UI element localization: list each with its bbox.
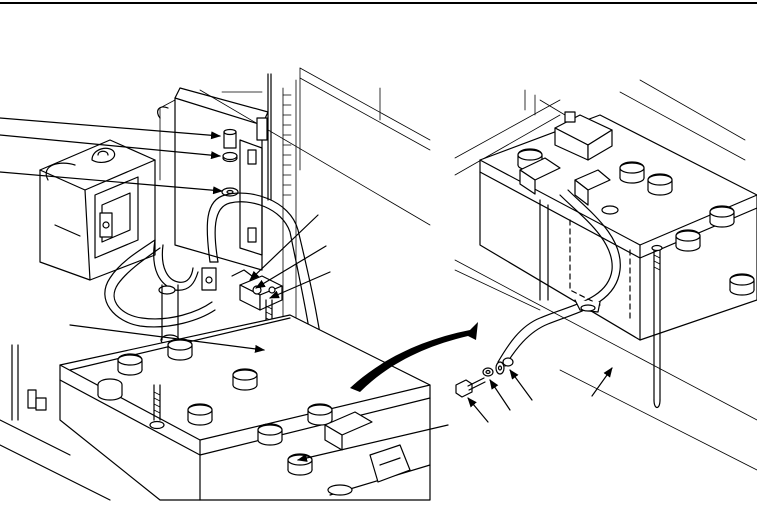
- leader-hw-washer: [509, 369, 533, 401]
- frame-post-left: [11, 344, 47, 421]
- leader-bolt: [69, 324, 265, 353]
- mounting-bracket: [157, 87, 269, 271]
- leader-clamp-mid: [255, 245, 327, 289]
- compartment-wall: [199, 67, 431, 226]
- terminal-clamp: [201, 267, 283, 311]
- junction-box: [539, 99, 613, 161]
- battery-bank-right: [479, 99, 757, 341]
- cable-connectors-right: [519, 157, 611, 206]
- battery-caps: [97, 338, 353, 496]
- flat-washer: [495, 361, 505, 375]
- leader-hw-lockwasher: [489, 379, 511, 411]
- leader-clamp-lower: [269, 271, 331, 299]
- battery-cable-right: [497, 189, 621, 367]
- terminal-bolt: [149, 384, 165, 430]
- hold-down-rod: [651, 244, 663, 409]
- reservoir-tank: [39, 139, 156, 281]
- callout-leaders: [0, 117, 613, 462]
- right-detail-view: [454, 79, 757, 471]
- battery-bank-left: [0, 314, 431, 501]
- leader-spacer: [0, 117, 221, 140]
- leader-terminal: [297, 424, 449, 462]
- leader-nut: [0, 134, 221, 160]
- left-assembly-view: [0, 67, 478, 501]
- exploded-hardware: [455, 357, 514, 398]
- cable-terminal-front: [324, 411, 411, 483]
- leader-washer: [0, 171, 223, 195]
- leader-rod-right: [591, 367, 613, 397]
- leader-clamp-upper: [249, 214, 319, 281]
- view-transition-arrow: [350, 322, 478, 392]
- vertical-rod: [267, 73, 272, 201]
- leader-hw-bolt: [467, 397, 489, 423]
- lock-washer: [482, 367, 494, 377]
- fastener-stack: [221, 128, 239, 197]
